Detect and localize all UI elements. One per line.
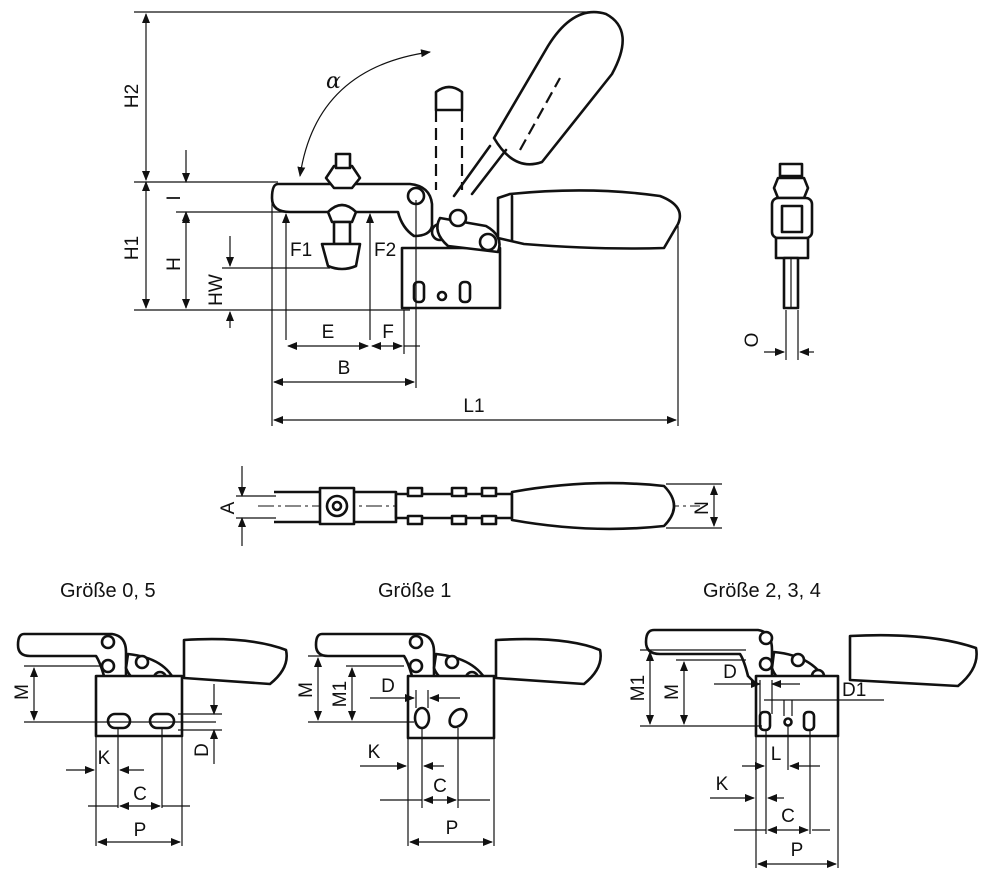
size234-label-D1: D1 — [842, 680, 866, 701]
variant-size-2-3-4: Größe 2, 3, 4 M1 M D D1 L — [628, 580, 978, 868]
label-HW: HW — [206, 274, 227, 306]
dimensions-side: H2 H1 I H HW α F1 F2 — [122, 11, 679, 426]
open-handle — [434, 10, 624, 198]
size05-label-D: D — [192, 743, 213, 757]
variant-title-size234: Größe 2, 3, 4 — [703, 580, 821, 602]
size1-label-P: P — [446, 818, 459, 839]
top-view: A N — [218, 466, 722, 546]
label-N: N — [692, 501, 713, 515]
label-H2: H2 — [122, 84, 143, 108]
size234-label-M1: M1 — [628, 675, 649, 701]
label-F: F — [382, 322, 394, 343]
size234-label-P: P — [791, 840, 804, 861]
variant-title-size1: Größe 1 — [378, 580, 451, 602]
label-F2: F2 — [374, 240, 396, 261]
variant-size-1: Größe 1 M M1 D K C P — [296, 580, 602, 846]
label-alpha: α — [326, 69, 341, 94]
label-H: H — [164, 257, 185, 271]
label-E: E — [322, 322, 335, 343]
size1-label-D: D — [381, 676, 395, 697]
front-view: O — [742, 162, 814, 360]
spindle — [320, 152, 362, 271]
side-view: H2 H1 I H HW α F1 F2 — [122, 10, 682, 426]
size05-label-M: M — [12, 684, 33, 700]
base-block — [400, 189, 682, 310]
size234-label-C: C — [781, 806, 795, 827]
variant-size-0-5: Größe 0, 5 M D K C P — [12, 580, 288, 846]
size234-label-M: M — [662, 684, 683, 700]
clamp-arm — [270, 182, 450, 242]
size1-label-M: M — [296, 682, 317, 698]
label-H1: H1 — [122, 236, 143, 260]
variant-title-size05: Größe 0, 5 — [60, 580, 156, 602]
size05-label-C: C — [133, 784, 147, 805]
label-I: I — [164, 195, 185, 200]
label-A: A — [218, 501, 239, 514]
label-O: O — [742, 333, 763, 348]
label-L1: L1 — [463, 396, 484, 417]
size05-label-P: P — [134, 820, 147, 841]
size05-label-K: K — [98, 748, 111, 769]
size234-label-L: L — [771, 744, 782, 765]
size1-label-C: C — [433, 776, 447, 797]
size234-label-D: D — [723, 662, 737, 683]
label-B: B — [338, 358, 351, 379]
size234-label-K: K — [716, 774, 729, 795]
size1-label-K: K — [368, 742, 381, 763]
label-F1: F1 — [290, 240, 312, 261]
size1-label-M1: M1 — [330, 681, 351, 707]
